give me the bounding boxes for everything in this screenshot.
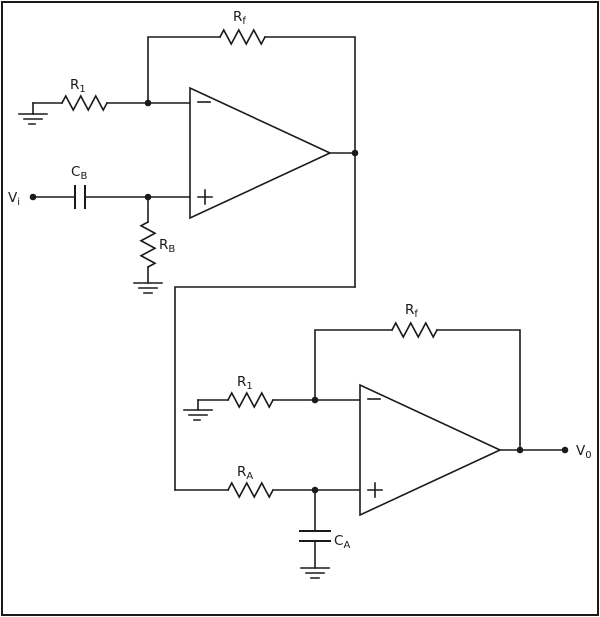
stage1-vi-label: Vi <box>8 190 20 208</box>
stage2-vo-label: V0 <box>576 443 592 461</box>
junction-dot <box>144 99 152 107</box>
feedback-wire-left <box>147 36 221 104</box>
opamp-triangle <box>189 86 332 220</box>
stage1-r1-branch <box>18 94 191 125</box>
stage2-rf-label: Rf <box>405 302 418 320</box>
stage2-ra-branch <box>174 481 361 499</box>
stage2-r1-resistor <box>226 391 275 409</box>
interstage-wire <box>174 286 356 491</box>
ground-icon <box>18 113 48 125</box>
stage1-input-branch <box>32 185 191 209</box>
stage1-cb-capacitor <box>74 185 86 209</box>
feedback-wire-left <box>314 329 393 401</box>
ground-icon <box>183 409 213 421</box>
opamp-triangle <box>359 383 502 517</box>
junction-dot <box>144 193 152 201</box>
stage1-rb-label: RB <box>159 237 175 255</box>
ground-icon <box>133 282 163 294</box>
junction-dot <box>516 446 524 454</box>
stage2-rf-branch <box>314 321 521 451</box>
junction-dot <box>311 486 319 494</box>
output-terminal-dot <box>561 446 569 454</box>
junction-dot <box>351 149 359 157</box>
stage2-opamp <box>359 383 502 517</box>
stage2-rf-resistor <box>390 321 439 339</box>
feedback-wire-right <box>436 329 521 451</box>
stage1-rf-branch <box>147 28 356 288</box>
stage2-ca-label: CA <box>334 533 350 551</box>
stage1-rb-branch <box>133 196 163 294</box>
stage2-ca-branch <box>299 489 331 579</box>
stage2-r1-label: R1 <box>237 374 253 392</box>
stage2-ra-label: RA <box>237 464 253 482</box>
stage1-r1-resistor <box>60 94 109 112</box>
stage1: Rf R1 CB Vi RB <box>8 9 359 491</box>
junction-dot <box>311 396 319 404</box>
stage1-cb-label: CB <box>71 164 87 182</box>
stage2: Rf R1 RA CA V0 <box>174 302 592 579</box>
feedback-wire-right <box>264 36 356 288</box>
stage2-r1-branch <box>183 391 361 421</box>
stage1-rb-resistor <box>139 220 157 269</box>
stage1-rf-label: Rf <box>233 9 246 27</box>
stage1-rf-resistor <box>218 28 267 46</box>
noninverting-input-icon <box>367 482 383 498</box>
input-terminal-dot <box>29 193 37 201</box>
stage1-opamp <box>189 86 332 220</box>
noninverting-input-icon <box>197 189 213 205</box>
stage1-r1-label: R1 <box>70 77 86 95</box>
ground-icon <box>300 567 330 579</box>
stage2-ra-resistor <box>226 481 275 499</box>
stage2-ca-capacitor <box>299 530 331 542</box>
